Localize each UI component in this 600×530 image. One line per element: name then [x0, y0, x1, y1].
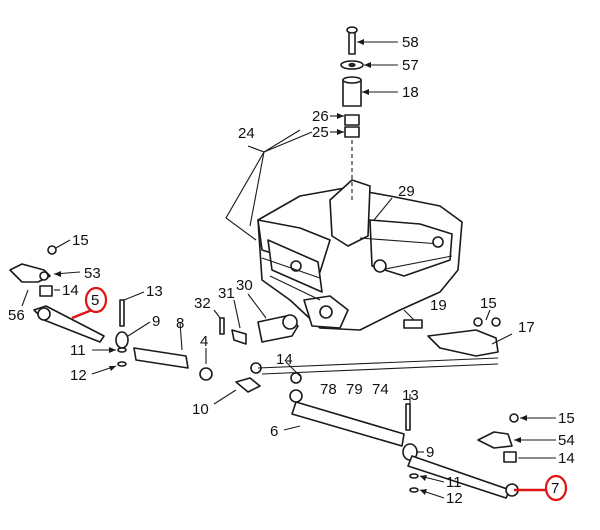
- left-tie-rod-group: [9, 245, 261, 393]
- callout-15-mid: 15: [480, 295, 497, 312]
- callout-79: 79: [346, 381, 363, 398]
- middle-parts: [219, 314, 299, 374]
- callout-13-left: 13: [146, 283, 163, 300]
- column-stack: [340, 26, 364, 200]
- callout-7: 7: [551, 480, 559, 497]
- highlight-callout-5: [71, 286, 108, 320]
- callout-58: 58: [402, 34, 419, 51]
- callout-18: 18: [402, 84, 419, 101]
- drag-link-group: [289, 372, 519, 499]
- callout-14-right: 14: [558, 450, 575, 467]
- callout-56: 56: [8, 307, 25, 324]
- callout-31: 31: [218, 285, 235, 302]
- callout-13-right: 13: [402, 387, 419, 404]
- leader-lines: [21, 39, 556, 499]
- callout-14-mid: 14: [276, 351, 293, 368]
- callout-labels: 58 57 18 26 25 24 29 15 53 14 56 5 13 9 …: [8, 34, 575, 507]
- steering-housing: [257, 179, 463, 331]
- callout-15-left: 15: [72, 232, 89, 249]
- callout-12-right: 12: [446, 490, 463, 507]
- callout-10: 10: [192, 401, 209, 418]
- callout-29: 29: [398, 183, 415, 200]
- callout-5: 5: [91, 292, 99, 309]
- callout-19: 19: [430, 297, 447, 314]
- callout-26: 26: [312, 108, 329, 125]
- callout-4: 4: [200, 333, 208, 350]
- callout-11-right: 11: [446, 474, 462, 491]
- callout-57: 57: [402, 57, 419, 74]
- callout-11-left: 11: [70, 342, 86, 359]
- callout-17: 17: [518, 319, 535, 336]
- right-arm-group: [257, 317, 501, 375]
- highlight-callout-7: [514, 474, 568, 502]
- callout-15-right: 15: [558, 410, 575, 427]
- callout-9-right: 9: [426, 444, 434, 461]
- callout-9-left: 9: [152, 313, 160, 330]
- callout-6: 6: [270, 423, 278, 440]
- callout-54: 54: [558, 432, 575, 449]
- callout-25: 25: [312, 124, 329, 141]
- callout-30: 30: [236, 277, 253, 294]
- callout-53: 53: [84, 265, 101, 282]
- callout-24: 24: [238, 125, 255, 142]
- callout-8: 8: [176, 315, 184, 332]
- callout-12-left: 12: [70, 367, 87, 384]
- callout-78: 78: [320, 381, 337, 398]
- callout-74: 74: [372, 381, 389, 398]
- callout-32: 32: [194, 295, 211, 312]
- callout-14-left: 14: [62, 282, 79, 299]
